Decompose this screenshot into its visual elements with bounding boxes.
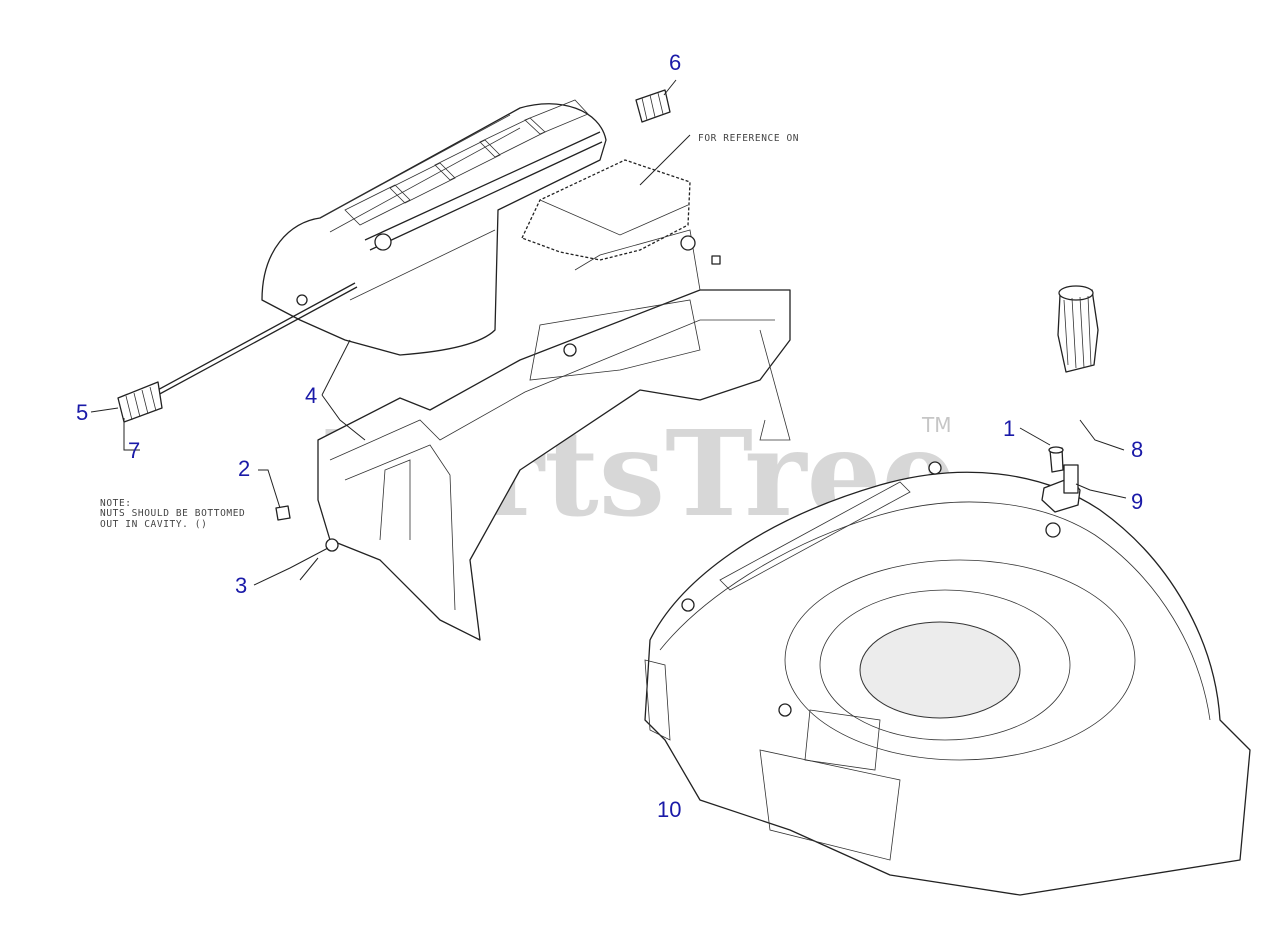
callout-3[interactable]: 3: [235, 573, 247, 598]
reference-note: FOR REFERENCE ON: [698, 133, 799, 144]
part-reference-cover: [521, 159, 691, 261]
watermark-tm: TM: [921, 413, 951, 437]
callout-6[interactable]: 6: [669, 50, 681, 75]
callout-8[interactable]: 8: [1131, 437, 1143, 462]
notes: FOR REFERENCE ON NOTE: NUTS SHOULD BE BO…: [100, 133, 799, 530]
part-bracket[interactable]: [1041, 464, 1081, 513]
part-spring-top[interactable]: [635, 89, 671, 123]
part-deck[interactable]: [644, 461, 1251, 896]
nuts-note-line1: NOTE:: [100, 498, 132, 509]
part-frame[interactable]: [317, 229, 791, 641]
callout-5[interactable]: 5: [76, 400, 88, 425]
callout-10[interactable]: 10: [657, 797, 681, 822]
callout-1[interactable]: 1: [1003, 416, 1015, 441]
part-nut[interactable]: [275, 505, 291, 521]
part-spring-left[interactable]: [117, 381, 163, 423]
part-screw[interactable]: [1048, 446, 1064, 473]
nuts-note-line3: OUT IN CAVITY. (): [100, 519, 207, 530]
part-rod[interactable]: [129, 282, 358, 410]
nuts-note-line2: NUTS SHOULD BE BOTTOMED: [100, 508, 245, 519]
callout-4[interactable]: 4: [305, 383, 317, 408]
part-adjust-knob[interactable]: [1057, 285, 1099, 373]
callouts: 1 2 3 4 5 6 7 8 9 10: [76, 50, 1143, 822]
callout-7[interactable]: 7: [128, 438, 140, 463]
callout-2[interactable]: 2: [238, 456, 250, 481]
leader-lines: [90, 79, 1127, 586]
callout-9[interactable]: 9: [1131, 489, 1143, 514]
